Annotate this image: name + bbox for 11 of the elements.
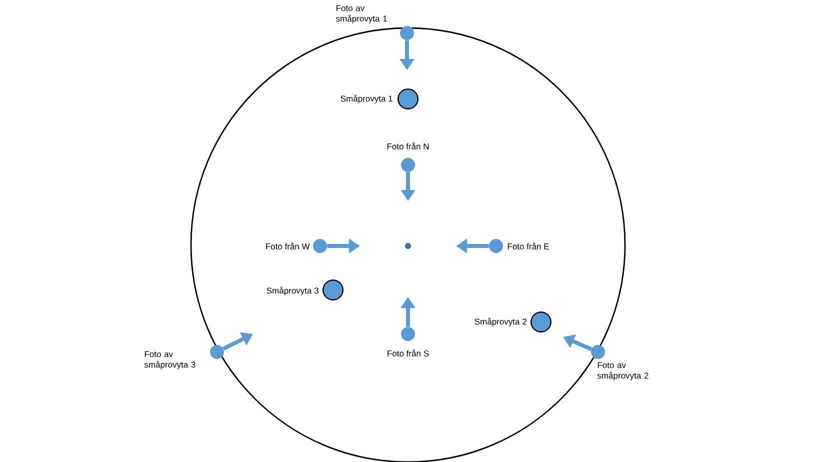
- point-label: Foto från S: [388, 350, 429, 356]
- point-label: Foto av småprovyta 1: [336, 5, 387, 24]
- point-label: Foto från W: [266, 242, 310, 250]
- point-label: Foto från N: [387, 142, 429, 150]
- point-label: Småprovyta 1: [340, 94, 392, 104]
- point-label: Foto från E: [508, 242, 549, 250]
- point-label: Foto av småprovyta 2: [597, 362, 648, 380]
- point-label: Småprovyta 2: [474, 318, 526, 326]
- center-point: [405, 243, 411, 249]
- point-label: Småprovyta 3: [266, 286, 318, 296]
- point-label: Foto av småprovyta 3: [144, 351, 196, 370]
